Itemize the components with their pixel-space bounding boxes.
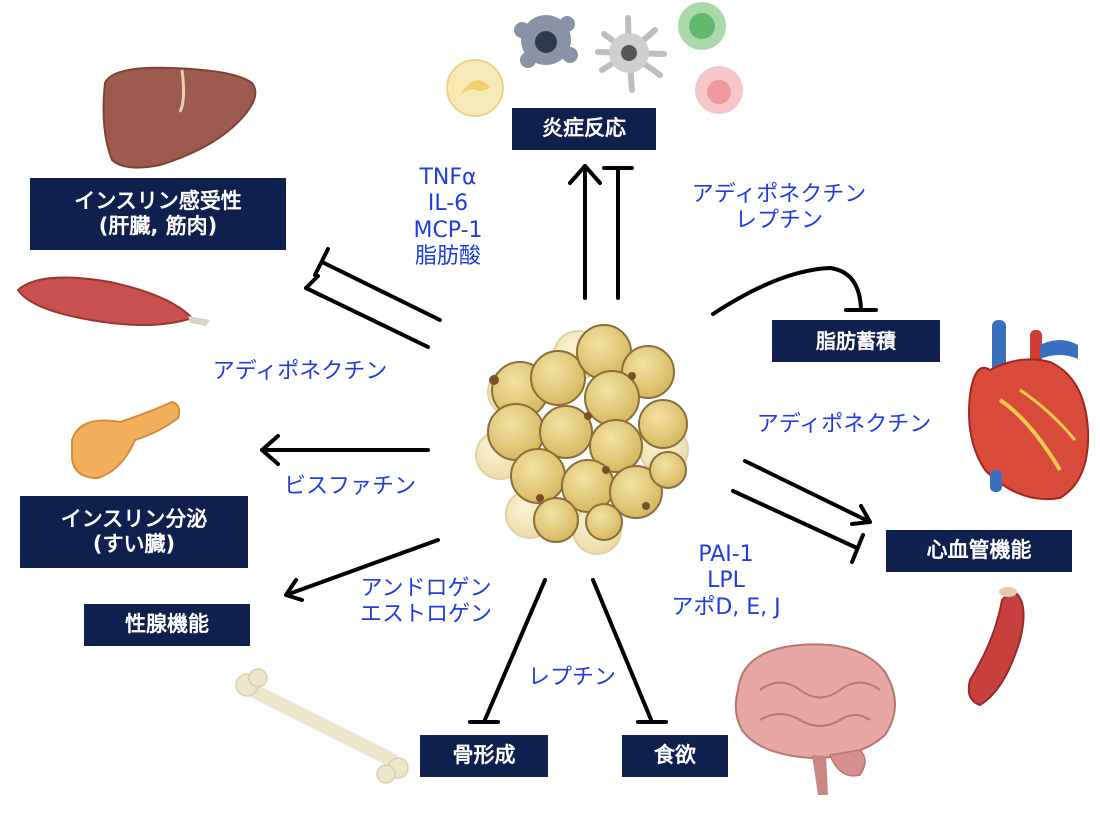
insulin-sensitivity-label: インスリン感受性 <box>74 188 242 213</box>
sex-hormone-mediators: アンドロゲン エストロゲン <box>336 576 516 629</box>
gonadal-label: 性腺機能 <box>125 612 209 637</box>
insulin-sensitivity-sublabel: (肝臓, 筋肉) <box>98 214 218 238</box>
adipose-tissue-icon <box>475 324 689 555</box>
bone-icon <box>235 668 409 784</box>
cardiovascular-risk-mediators: PAI-1 LPL アポD, E, J <box>646 542 806 621</box>
insulin-secretion-label: インスリン分泌 <box>60 506 208 531</box>
arrow-to-insulin-secretion <box>260 434 430 466</box>
mediator-mcp1: MCP-1 <box>413 217 483 243</box>
inhibit-fat-accumulation <box>711 266 878 316</box>
inhibit-insulin-sensitivity <box>313 247 442 322</box>
brain-icon <box>734 643 896 795</box>
mediator-tnf: TNFα <box>419 165 477 190</box>
liver-icon <box>102 66 257 169</box>
bone-formation-label: 骨形成 <box>452 743 516 768</box>
blood-vessel-icon <box>967 587 1025 707</box>
immune-cells-icon <box>446 2 743 117</box>
anti-inflammatory-mediators: アディポネクチン レプチン <box>664 182 894 235</box>
inflammation-label: 炎症反応 <box>542 116 626 141</box>
arrow-to-inflammation <box>568 164 602 300</box>
arrow-to-insulin-sensitivity <box>304 274 430 349</box>
heart-icon <box>968 320 1090 501</box>
inhibit-cardiovascular <box>731 489 865 564</box>
cardiovascular-box: 心血管機能 <box>886 530 1072 572</box>
mediator-visfatin: ビスファチン <box>283 474 416 499</box>
insulin-sensitivity-box: インスリン感受性 (肝臓, 筋肉) <box>30 178 286 250</box>
bone-formation-box: 骨形成 <box>420 735 548 777</box>
mediator-pai1: PAI-1 <box>698 542 754 567</box>
mediator-leptin-top: レプチン <box>734 208 823 234</box>
mediator-estrogen: エストロゲン <box>359 602 492 628</box>
mediator-adiponectin-right: アディポネクチン <box>756 412 932 437</box>
muscle-icon <box>16 276 210 326</box>
inhibit-bone-formation <box>468 578 547 724</box>
gonadal-box: 性腺機能 <box>84 604 250 646</box>
arrow-to-gonadal <box>284 538 440 602</box>
fat-accumulation-label: 脂肪蓄積 <box>816 329 896 353</box>
arrow-to-cardiovascular <box>743 459 872 526</box>
mediator-adiponectin-top: アディポネクチン <box>691 182 867 207</box>
mediator-il6: IL-6 <box>427 191 469 217</box>
inhibit-appetite <box>591 578 668 724</box>
fat-accumulation-box: 脂肪蓄積 <box>772 320 940 362</box>
inflammation-box: 炎症反応 <box>512 108 656 150</box>
inflammatory-mediators: TNFα IL-6 MCP-1 脂肪酸 <box>388 165 508 271</box>
mediator-apo: アポD, E, J <box>671 594 781 620</box>
appetite-box: 食欲 <box>622 735 728 777</box>
mediator-adiponectin-left: アディポネクチン <box>212 359 388 384</box>
mediator-androgen: アンドロゲン <box>360 576 492 601</box>
mediator-leptin-bottom: レプチン <box>527 665 616 690</box>
mediator-lpl: LPL <box>707 568 745 594</box>
inhibit-inflammation <box>602 166 634 300</box>
insulin-secretion-box: インスリン分泌 (すい臓) <box>20 496 248 568</box>
mediator-fatty-acid: 脂肪酸 <box>414 244 481 270</box>
pancreas-icon <box>71 400 181 480</box>
appetite-label: 食欲 <box>654 743 696 768</box>
cardiovascular-label: 心血管機能 <box>926 538 1032 563</box>
insulin-secretion-sublabel: (すい臓) <box>92 532 176 556</box>
